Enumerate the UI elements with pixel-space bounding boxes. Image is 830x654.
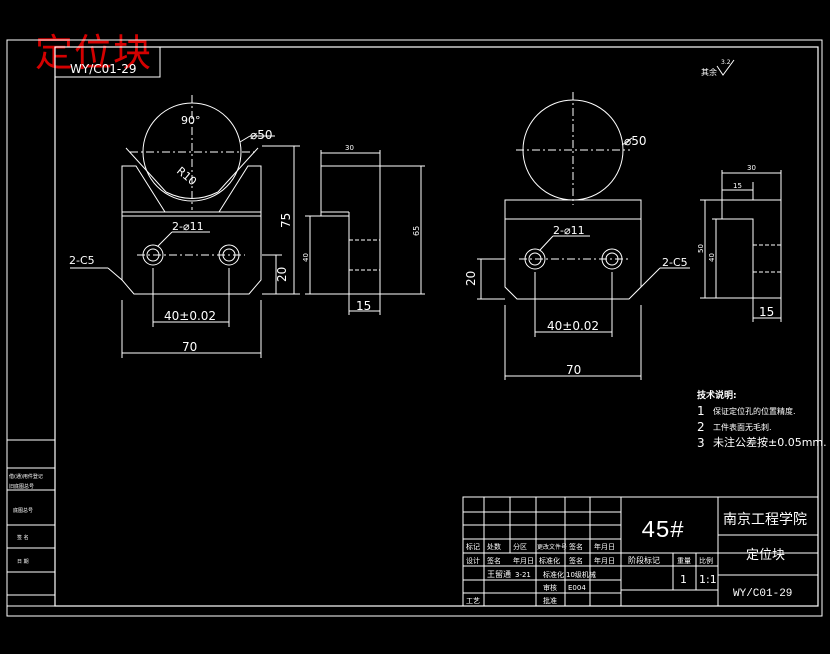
- inner-border: [54, 46, 819, 607]
- right-spacing-label: 40±0.02: [547, 319, 599, 333]
- left-side-height-40: 40: [302, 253, 310, 262]
- roughness-value: 3.2: [721, 59, 731, 66]
- note-1-num: 1: [697, 404, 705, 418]
- stage-label: 阶段标记: [628, 555, 660, 565]
- left-width-label: 70: [182, 340, 197, 354]
- right-side-height-50: 50: [697, 244, 705, 253]
- left-side-bottom-15: 15: [356, 299, 371, 313]
- left-side-width-30: 30: [345, 144, 354, 152]
- left-holes-label: 2-⌀11: [172, 220, 204, 233]
- material-label: 45#: [641, 518, 684, 545]
- designer-name: 王留通: [487, 569, 511, 579]
- hdr-date: 年月日: [594, 542, 615, 551]
- weight-label: 重量: [677, 557, 691, 565]
- right-height-20: 20: [464, 271, 478, 286]
- hdr-change-file: 更改文件号: [537, 543, 567, 551]
- margin-label-1: 借(通)用件登记: [9, 473, 43, 480]
- right-side-bottom-15: 15: [759, 305, 774, 319]
- right-holes-label: 2-⌀11: [553, 224, 585, 237]
- notes-heading: 技术说明:: [697, 389, 737, 401]
- note-1-text: 保证定位孔的位置精度.: [713, 406, 796, 416]
- left-height-75: 75: [279, 213, 293, 228]
- right-side-width-30: 30: [747, 164, 756, 172]
- hdr-count: 处数: [487, 542, 501, 551]
- qty-value: 1: [680, 573, 687, 586]
- right-chamfer-label: 2-C5: [662, 256, 688, 269]
- tech-notes: 技术说明: 1 保证定位孔的位置精度. 2 工件表面无毛刺. 3 未注公差按±0…: [697, 389, 827, 450]
- designer-sign-label: 签名: [487, 556, 501, 565]
- review-value: E004: [568, 584, 586, 592]
- left-chamfer-label: 2-C5: [69, 254, 95, 267]
- std-date-label: 年月日: [594, 556, 615, 565]
- std-label-2: 标准化: [543, 570, 564, 579]
- left-height-20: 20: [275, 267, 289, 282]
- scale-label: 比例: [699, 556, 713, 565]
- margin-label-5: 日 期: [17, 559, 29, 565]
- right-side-width-15-top: 15: [733, 182, 742, 190]
- margin-label-2: 旧底图总号: [9, 483, 34, 490]
- left-dia-label: ⌀50: [250, 128, 273, 142]
- approve-label: 批准: [543, 596, 557, 605]
- right-width-label: 70: [566, 363, 581, 377]
- left-side-view: [305, 150, 425, 315]
- drawing-code: WY/C01-29: [733, 588, 792, 600]
- margin-label-3: 底图总号: [13, 507, 33, 514]
- left-radius-label: R10: [174, 164, 199, 188]
- left-angle-label: 90°: [181, 114, 201, 127]
- drawing-code-top: WY/C01-29: [70, 62, 137, 76]
- note-2-text: 工件表面无毛刺.: [713, 422, 772, 432]
- left-margin-table: [6, 439, 56, 607]
- roughness-label: 其余: [701, 67, 717, 77]
- left-front-view: [70, 95, 300, 358]
- note-2-num: 2: [697, 420, 705, 434]
- process-label: 工艺: [466, 597, 480, 605]
- scale-value: 1:1: [699, 573, 717, 586]
- designer-date-label: 年月日: [513, 556, 534, 565]
- std-sign-label: 签名: [569, 556, 583, 565]
- note-3-text: 未注公差按±0.05mm.: [713, 435, 827, 449]
- hdr-zone: 分区: [513, 542, 527, 551]
- code-box: [54, 46, 161, 78]
- hdr-sign: 签名: [569, 542, 583, 551]
- left-spacing-label: 40±0.02: [164, 309, 216, 323]
- right-dia-label: ⌀50: [624, 134, 647, 148]
- review-label: 审核: [543, 583, 557, 592]
- note-3-num: 3: [697, 436, 705, 450]
- right-side-view: [700, 170, 782, 322]
- hdr-mark: 标记: [466, 542, 480, 551]
- outer-border: [6, 39, 823, 617]
- margin-label-4: 签 名: [17, 534, 29, 541]
- roughness-icon: [716, 59, 735, 76]
- part-name: 定位块: [746, 548, 785, 563]
- designer-label: 设计: [466, 556, 480, 565]
- right-front-view: [477, 92, 690, 380]
- designer-date: 3-21: [515, 571, 531, 579]
- left-side-height-65: 65: [412, 226, 421, 236]
- title-block: [462, 496, 819, 607]
- std-value: 10级机械: [566, 570, 596, 579]
- school-name: 南京工程学院: [723, 512, 807, 528]
- right-side-height-40: 40: [708, 253, 716, 262]
- std-label: 标准化: [539, 556, 560, 565]
